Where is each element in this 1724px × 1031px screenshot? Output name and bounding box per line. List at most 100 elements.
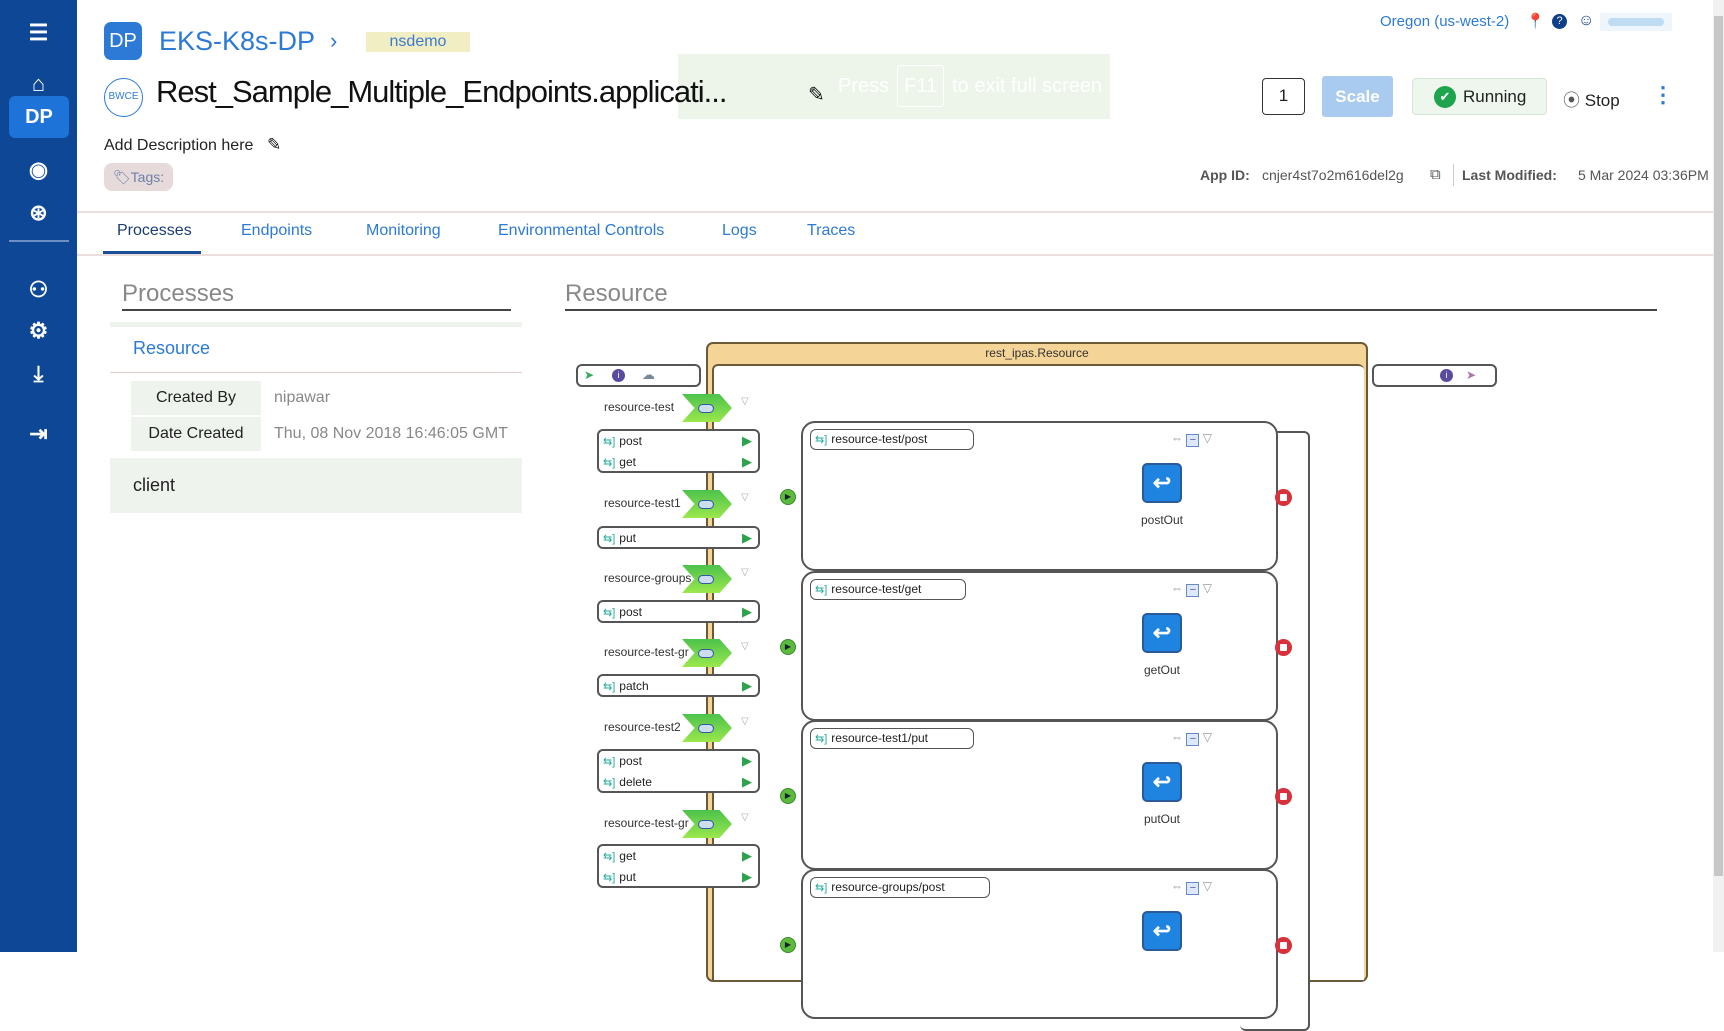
- collapse-icon[interactable]: –: [1186, 733, 1200, 746]
- play-icon[interactable]: ▶: [742, 869, 752, 884]
- tag-purple-icon: ➤: [1466, 368, 1477, 382]
- operation-item[interactable]: ⇆]delete▶: [603, 772, 758, 792]
- dropdown-triangle-icon[interactable]: ▽: [1202, 431, 1212, 445]
- dropdown-triangle-icon[interactable]: ▽: [741, 716, 749, 727]
- vertical-scrollbar[interactable]: [1713, 0, 1724, 952]
- tab-monitoring[interactable]: Monitoring: [366, 222, 441, 239]
- start-icon[interactable]: ▶: [780, 489, 796, 505]
- flow-label[interactable]: ⇆]resource-test/post: [810, 429, 974, 450]
- menu-icon[interactable]: ☰: [28, 20, 49, 45]
- description[interactable]: Add Description here: [104, 137, 254, 154]
- process-resource-link[interactable]: Resource: [133, 338, 211, 358]
- instances-input[interactable]: 1: [1262, 78, 1305, 115]
- play-icon[interactable]: ▶: [742, 530, 752, 545]
- reply-activity-icon[interactable]: ↩: [1142, 613, 1182, 653]
- collapse-icon[interactable]: –: [1186, 434, 1200, 447]
- user-icon[interactable]: ☺: [1578, 12, 1595, 29]
- operation-item[interactable]: ⇆]get▶: [603, 452, 758, 472]
- dropdown-triangle-icon[interactable]: ▽: [1202, 879, 1212, 893]
- collapse-icon[interactable]: –: [1186, 584, 1200, 597]
- link-icon[interactable]: ⇔: [1171, 431, 1183, 445]
- dropdown-triangle-icon[interactable]: ▽: [1202, 581, 1212, 595]
- gear-icon[interactable]: ⚙: [28, 318, 49, 343]
- tab-logs[interactable]: Logs: [722, 222, 757, 239]
- last-modified-value: 5 Mar 2024 03:36PM: [1578, 167, 1709, 183]
- rest-icon: ⇆]: [815, 882, 828, 894]
- home-icon[interactable]: ⌂: [31, 71, 46, 96]
- link-icon[interactable]: ⇔: [1171, 879, 1183, 893]
- tags-button[interactable]: 🏷Tags:: [104, 163, 173, 191]
- play-icon[interactable]: ▶: [742, 604, 752, 619]
- operation-item[interactable]: ⇆]patch▶: [603, 676, 758, 696]
- users-icon[interactable]: ⚇: [28, 277, 49, 302]
- tab-processes[interactable]: Processes: [117, 222, 192, 239]
- copy-icon[interactable]: ⧉: [1430, 166, 1441, 183]
- tab-environmental-controls[interactable]: Environmental Controls: [498, 222, 665, 239]
- breadcrumb-dataplane[interactable]: EKS-K8s-DP: [159, 26, 316, 56]
- operation-item[interactable]: ⇆]put▶: [603, 867, 758, 887]
- tab-endpoints[interactable]: Endpoints: [241, 222, 313, 239]
- edit-title-icon[interactable]: ✎: [808, 84, 825, 106]
- namespace-badge[interactable]: nsdemo: [366, 32, 470, 52]
- process-item-client[interactable]: client: [110, 458, 522, 513]
- region-link[interactable]: Oregon (us-west-2): [1380, 13, 1510, 30]
- operation-item[interactable]: ⇆]put▶: [603, 528, 758, 548]
- play-icon[interactable]: ▶: [742, 433, 752, 448]
- rest-icon: ⇆]: [603, 872, 616, 884]
- operation-label: delete: [619, 775, 652, 789]
- dropdown-triangle-icon[interactable]: ▽: [741, 567, 749, 578]
- eye-icon[interactable]: ◉: [28, 157, 49, 182]
- end-icon[interactable]: [1275, 639, 1292, 656]
- play-icon[interactable]: ▶: [742, 774, 752, 789]
- flow-label[interactable]: ⇆]resource-groups/post: [810, 877, 990, 898]
- flow-label[interactable]: ⇆]resource-test/get: [810, 579, 966, 600]
- end-icon[interactable]: [1275, 489, 1292, 506]
- operation-item[interactable]: ⇆]post▶: [603, 431, 758, 451]
- page-title: Rest_Sample_Multiple_Endpoints.applicati…: [156, 74, 727, 109]
- info-icon[interactable]: i: [1440, 369, 1453, 382]
- link-icon[interactable]: ⇔: [1171, 730, 1183, 744]
- dropdown-triangle-icon[interactable]: ▽: [1202, 730, 1212, 744]
- dropdown-triangle-icon[interactable]: ▽: [741, 812, 749, 823]
- operation-item[interactable]: ⇆]post▶: [603, 751, 758, 771]
- play-icon[interactable]: ▶: [742, 848, 752, 863]
- dropdown-triangle-icon[interactable]: ▽: [741, 396, 749, 407]
- info-icon[interactable]: i: [612, 369, 625, 382]
- link-icon[interactable]: ⇔: [1171, 581, 1183, 595]
- play-icon[interactable]: ▶: [742, 753, 752, 768]
- help-icon[interactable]: ?: [1552, 14, 1567, 29]
- tab-traces[interactable]: Traces: [807, 222, 856, 239]
- operation-item[interactable]: ⇆]get▶: [603, 846, 758, 866]
- start-icon[interactable]: ▶: [780, 937, 796, 953]
- reply-activity-icon[interactable]: ↩: [1142, 762, 1182, 802]
- edit-description-icon[interactable]: ✎: [267, 135, 282, 154]
- end-icon[interactable]: [1275, 937, 1292, 954]
- start-icon[interactable]: ▶: [780, 639, 796, 655]
- dropdown-triangle-icon[interactable]: ▽: [741, 492, 749, 503]
- collapse-icon[interactable]: –: [1186, 882, 1200, 895]
- check-icon: ✔: [1434, 86, 1456, 108]
- logout-icon[interactable]: ⇥: [29, 421, 48, 446]
- reply-activity-icon[interactable]: ↩: [1142, 463, 1182, 503]
- end-icon[interactable]: [1275, 788, 1292, 805]
- scale-button[interactable]: Scale: [1322, 76, 1393, 117]
- download-icon[interactable]: ⤓: [33, 361, 44, 386]
- flow-label[interactable]: ⇆]resource-test1/put: [810, 728, 974, 749]
- rest-icon: ⇆]: [603, 436, 616, 448]
- stop-button[interactable]: ⦿ Stop: [1563, 86, 1620, 111]
- operation-item[interactable]: ⇆]post▶: [603, 602, 758, 622]
- more-options-icon[interactable]: ⋮: [1652, 82, 1674, 107]
- rest-icon: ⇆]: [603, 457, 616, 469]
- processes-heading: Processes: [122, 280, 235, 307]
- start-icon[interactable]: ▶: [780, 788, 796, 804]
- play-icon[interactable]: ▶: [742, 454, 752, 469]
- globe-icon[interactable]: ⊛: [29, 200, 48, 225]
- sidebar-item-dp[interactable]: DP: [9, 96, 69, 138]
- location-icon[interactable]: 📍: [1526, 13, 1545, 30]
- dropdown-triangle-icon[interactable]: ▽: [741, 641, 749, 652]
- play-icon[interactable]: ▶: [742, 678, 752, 693]
- reply-activity-icon[interactable]: ↩: [1142, 911, 1182, 951]
- hint-key: F11: [897, 65, 945, 107]
- divider: [1453, 164, 1454, 186]
- user-name-redacted[interactable]: [1600, 13, 1672, 31]
